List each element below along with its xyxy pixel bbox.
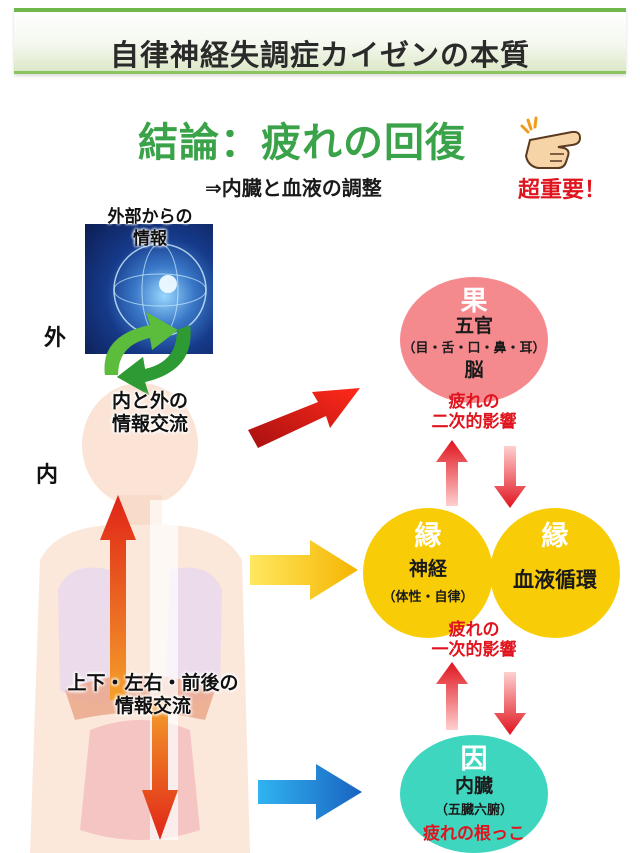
nerve-node: 縁 神経 （体性・自律） bbox=[363, 508, 493, 638]
pointing-hand-icon bbox=[520, 116, 582, 169]
conclusion-subtitle: ⇒内臓と血液の調整 bbox=[205, 176, 382, 200]
arrow-fruit-to-blood bbox=[494, 446, 526, 508]
arrow-blood-to-cause bbox=[494, 672, 526, 735]
secondary-effect-label: 疲れの 二次的影響 bbox=[431, 392, 517, 432]
root-effect-label: 疲れの根っこ bbox=[423, 824, 525, 844]
arrow-nerve-to-fruit bbox=[436, 440, 468, 506]
blood-node: 縁 血液循環 bbox=[490, 508, 620, 638]
body-exchange-label: 上下・左右・前後の 情報交流 bbox=[67, 672, 239, 717]
torso-illustration bbox=[30, 383, 250, 853]
external-info-label: 外部からの 情報 bbox=[107, 207, 193, 249]
inside-label: 内 bbox=[36, 463, 59, 488]
fruit-node: 果 五官 （目・舌・口・鼻・耳） 脳 bbox=[400, 277, 548, 403]
body-exchange-arrow bbox=[100, 495, 178, 840]
emphasis-label: 超重要！ bbox=[518, 178, 607, 203]
header-banner: 自律神経失調症カイゼンの本質 bbox=[14, 8, 626, 74]
arrow-to-nerve bbox=[250, 540, 358, 600]
outside-label: 外 bbox=[44, 326, 67, 351]
inner-outer-exchange-label: 内と外の 情報交流 bbox=[111, 390, 188, 435]
arrow-cause-to-nerve bbox=[436, 662, 468, 730]
page-title: 自律神経失調症カイゼンの本質 bbox=[109, 38, 530, 72]
conclusion-title: 結論：疲れの回復 bbox=[138, 120, 466, 166]
cause-node: 因 内臓 （五臓六腑） bbox=[400, 735, 548, 853]
arrow-to-cause bbox=[258, 764, 362, 820]
arrow-to-fruit bbox=[248, 388, 360, 448]
primary-effect-label: 疲れの 一次的影響 bbox=[431, 620, 517, 660]
